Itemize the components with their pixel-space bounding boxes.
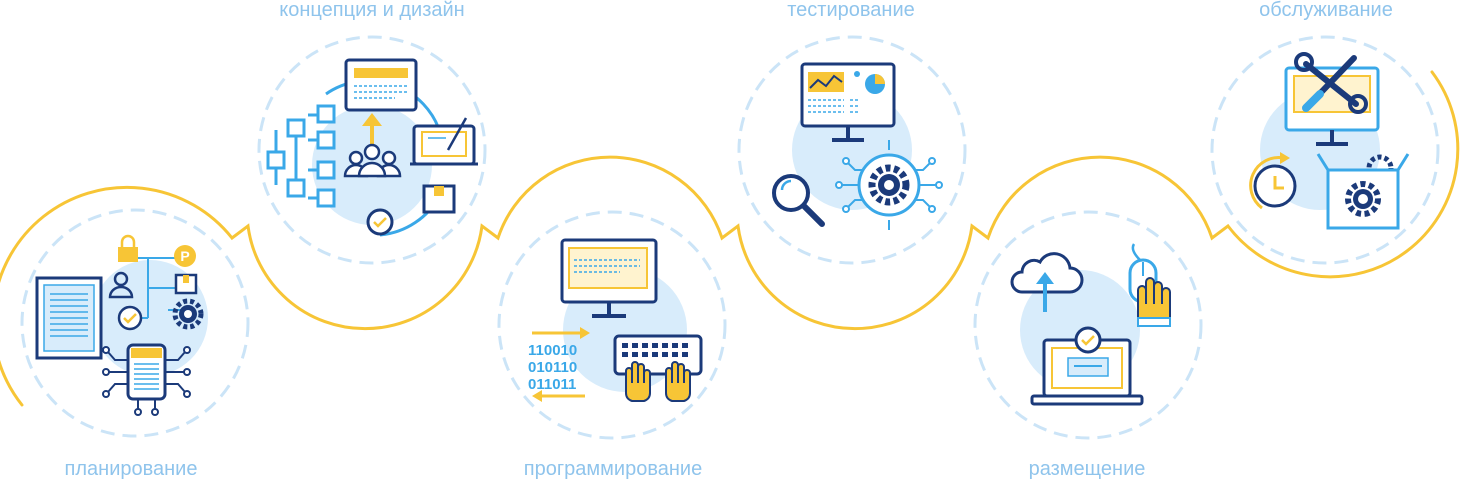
gearbox-icon bbox=[1316, 153, 1410, 230]
binary-line-1: 110010 bbox=[528, 342, 577, 359]
maintenance-illustration bbox=[1249, 52, 1410, 230]
ring-deployment bbox=[973, 210, 1203, 440]
package-icon bbox=[422, 184, 456, 214]
user-icon bbox=[108, 271, 134, 299]
stage-label-programming: программирование bbox=[523, 458, 703, 480]
binary-line-2: 010110 bbox=[528, 359, 577, 376]
gear-circuit-icon bbox=[835, 140, 943, 230]
drawing-tablet-icon bbox=[410, 117, 478, 166]
design-illustration bbox=[266, 58, 478, 237]
check-icon bbox=[117, 305, 143, 331]
document-icon bbox=[35, 276, 103, 360]
ring-planning bbox=[20, 208, 250, 438]
team-icon bbox=[343, 143, 402, 178]
data-arrows-icon bbox=[532, 327, 590, 402]
programming-illustration: 110010 010110 011011 bbox=[528, 238, 703, 402]
ring-programming bbox=[497, 210, 727, 440]
binary-line-3: 011011 bbox=[528, 376, 576, 393]
stage-label-testing: тестирование bbox=[787, 0, 915, 21]
stage-label-planning: планирование bbox=[64, 458, 198, 480]
svg-text:P: P bbox=[180, 248, 189, 264]
ring-design bbox=[257, 35, 487, 265]
lock-icon bbox=[118, 234, 138, 262]
box-icon bbox=[174, 273, 198, 295]
testing-illustration bbox=[772, 62, 943, 230]
mouse-hand-icon bbox=[1128, 243, 1171, 327]
arrow-up-icon bbox=[362, 113, 382, 148]
planning-illustration: P bbox=[35, 234, 204, 416]
connector-wave bbox=[0, 70, 1460, 407]
deployment-illustration bbox=[1010, 243, 1171, 406]
monitor-icon bbox=[560, 238, 658, 318]
gear-icon bbox=[172, 298, 204, 330]
stage-label-maintenance: обслуживание bbox=[1259, 0, 1393, 21]
stage-rings bbox=[20, 35, 1440, 440]
chip-icon bbox=[102, 343, 191, 416]
laptop-icon bbox=[1030, 338, 1144, 406]
wrench-screwdriver-icon bbox=[1294, 52, 1368, 114]
magnifier-icon bbox=[772, 174, 825, 227]
stage-label-deployment: размещение bbox=[1028, 458, 1146, 480]
cloud-upload-icon bbox=[1010, 252, 1084, 312]
flowchart-icon bbox=[266, 104, 336, 208]
monitor-icon bbox=[344, 58, 418, 112]
timer-icon bbox=[1249, 152, 1297, 210]
hands-icon bbox=[625, 361, 691, 402]
parking-icon: P bbox=[174, 245, 196, 267]
ring-maintenance bbox=[1210, 35, 1440, 265]
ring-testing bbox=[737, 35, 967, 265]
binary-code: 110010 010110 011011 bbox=[528, 342, 577, 393]
check-icon bbox=[366, 208, 394, 236]
monitor-icon bbox=[800, 62, 896, 142]
stage-label-design: концепция и дизайн bbox=[279, 0, 465, 21]
check-icon bbox=[1074, 326, 1102, 354]
